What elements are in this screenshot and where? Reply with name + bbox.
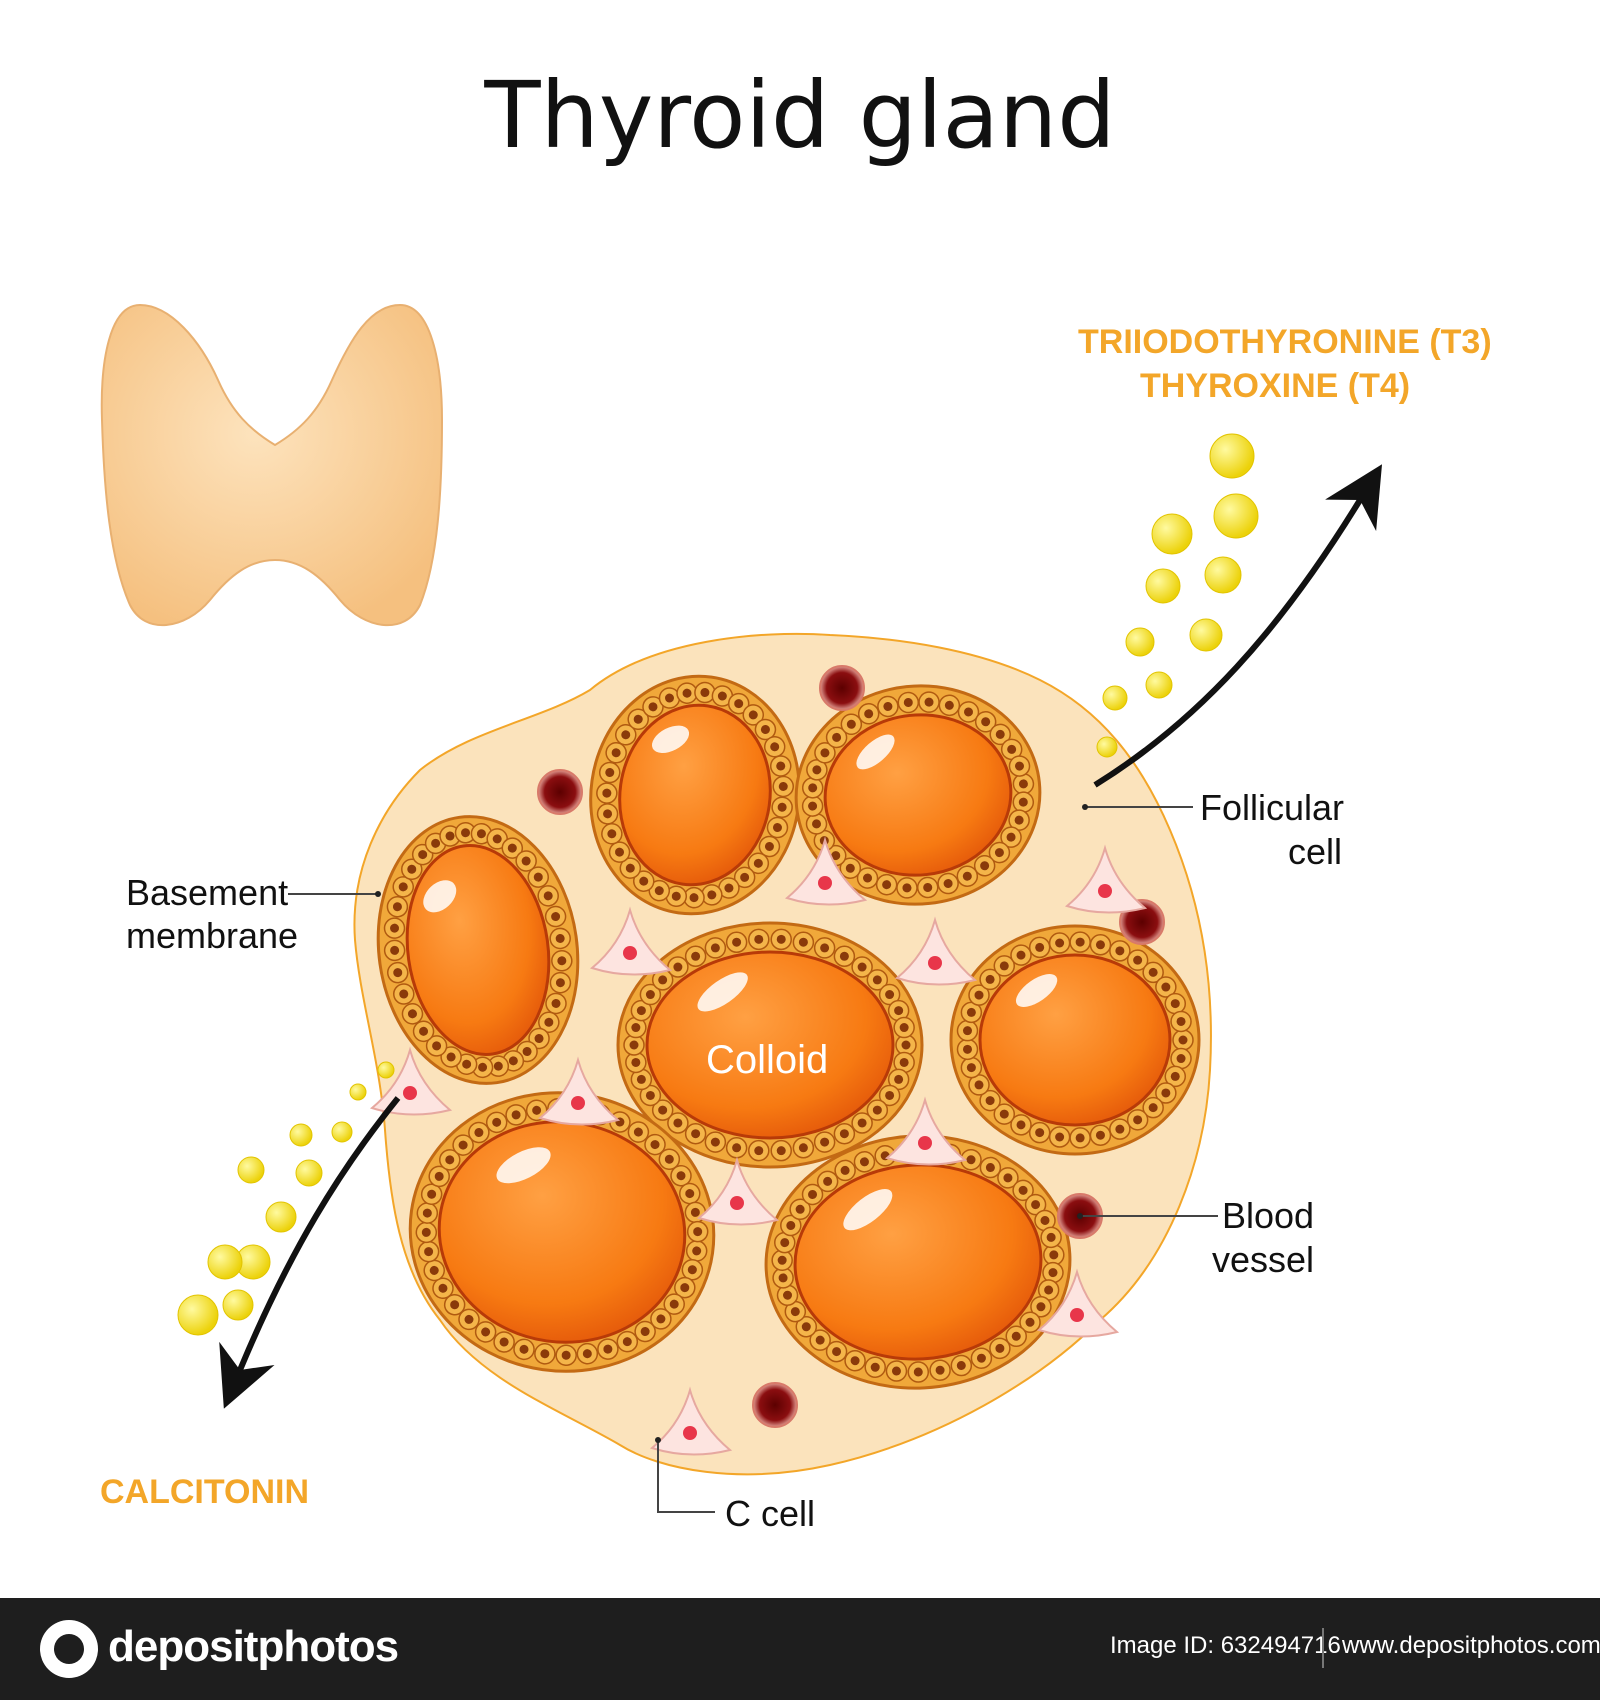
c-cell-leader [657,1440,715,1513]
hormone-droplet [222,1289,254,1321]
hormone-droplet [265,1201,297,1233]
hormone-droplet [295,1159,323,1187]
c-cell [1064,844,1148,914]
diagram-title: Thyroid gland [484,62,1116,169]
thyroid-follicle [376,815,580,1085]
hormone-droplet [377,1061,395,1079]
c-cell [696,1156,780,1226]
hormone-droplet [1213,493,1259,539]
brand-name: depositphotos [108,1622,399,1671]
footer-bar: depositphotos Image ID: 632494716 www.de… [0,1598,1600,1700]
follicular-cell-label-line1: Follicular [1200,787,1345,828]
basement-membrane-label-line2: membrane [126,915,299,956]
colloid-label: Colloid [706,1038,829,1082]
t4-label: THYROXINE (T4) [1140,367,1411,405]
c-cell-label: C cell [725,1493,816,1534]
c-cell [1036,1268,1120,1338]
hormone-droplet [237,1156,265,1184]
image-id: Image ID: 632494716 [1110,1632,1341,1659]
hormone-droplet [1189,618,1223,652]
hormone-droplet [1151,513,1193,555]
basement-membrane-label-line1: Basement [126,872,289,913]
hormone-droplet [331,1121,353,1143]
thyroid-follicle [949,924,1201,1156]
c-cell [537,1056,621,1126]
c-cell [369,1046,453,1116]
blood-vessel [752,1382,798,1428]
hormone-droplet [1204,556,1242,594]
hormone-droplet [1125,627,1155,657]
footer-separator [1322,1628,1324,1668]
thyroid-gland-shape [100,303,444,627]
hormone-droplet [349,1083,367,1101]
site-url: www.depositphotos.com [1342,1632,1600,1659]
thyroid-follicle [408,1091,716,1373]
calcitonin-label: CALCITONIN [100,1473,310,1511]
hormone-droplet [1145,568,1181,604]
c-cell [649,1386,733,1456]
hormone-droplet [1102,685,1128,711]
calcitonin-secretion-arrow [219,1096,401,1409]
t3-label: TRIIODOTHYRONINE (T3) [1078,323,1492,361]
blood-vessel [819,665,865,711]
hormone-droplet [1096,736,1118,758]
hormone-droplet [1209,433,1255,479]
hormone-droplet [289,1123,313,1147]
hormone-droplet [207,1244,243,1280]
thyroid-follicle [794,684,1042,906]
c-cell [894,916,978,986]
hormone-droplet [177,1294,219,1336]
blood-vessel-label-line2: vessel [1212,1239,1315,1280]
blood-vessel [537,769,583,815]
t3-t4-secretion-arrow [1093,464,1383,788]
c-cell [784,836,868,906]
thyroid-follicle [616,921,924,1169]
thyroid-illustration [100,303,1383,1513]
thyroid-follicle [589,674,801,916]
depositphotos-logo-icon [40,1620,98,1678]
c-cell [884,1096,968,1166]
follicular-cell-label-line2: cell [1288,831,1343,872]
blood-vessel-label-line1: Blood [1222,1195,1315,1236]
c-cell [589,906,673,976]
hormone-droplet [1145,671,1173,699]
